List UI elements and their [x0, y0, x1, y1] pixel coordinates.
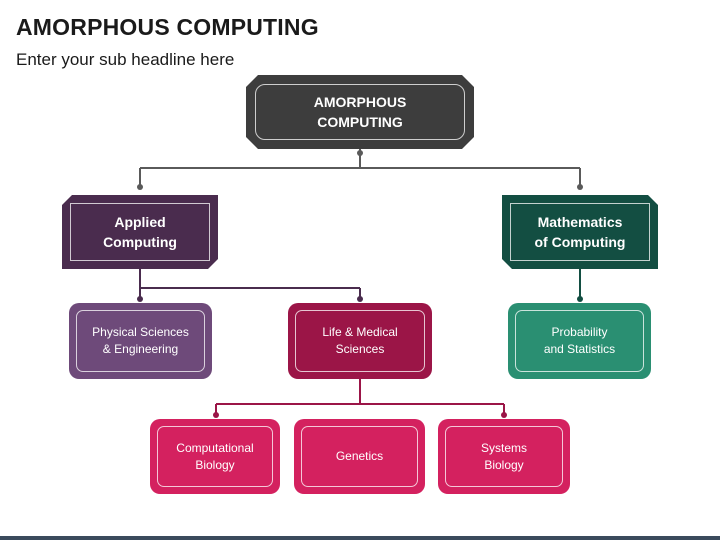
node-physical-sciences: Physical Sciences & Engineering: [69, 303, 212, 379]
connector-dot: [357, 150, 363, 156]
node-label: Applied Computing: [70, 203, 210, 261]
connector-dot: [501, 412, 507, 418]
life-connector: [215, 379, 505, 415]
connector-dot: [357, 296, 363, 302]
node-systems-biology: Systems Biology: [438, 419, 570, 494]
connector-dot: [137, 184, 143, 190]
connector-dot: [137, 296, 143, 302]
node-genetics: Genetics: [294, 419, 425, 494]
node-label: Computational Biology: [157, 426, 273, 487]
node-amorphous-computing: AMORPHOUS COMPUTING: [246, 75, 474, 149]
applied-connector: [139, 269, 361, 299]
node-applied-computing: Applied Computing: [62, 195, 218, 269]
page-title: AMORPHOUS COMPUTING: [16, 14, 319, 40]
page-subtitle: Enter your sub headline here: [16, 50, 235, 69]
node-label: Physical Sciences & Engineering: [76, 310, 205, 372]
node-computational-biology: Computational Biology: [150, 419, 280, 494]
connector-dot: [213, 412, 219, 418]
connector-dot: [577, 184, 583, 190]
node-label: Mathematics of Computing: [510, 203, 650, 261]
footer-bar: [0, 536, 720, 540]
connector-dot: [577, 296, 583, 302]
node-label: Life & Medical Sciences: [295, 310, 425, 372]
node-probability-statistics: Probability and Statistics: [508, 303, 651, 379]
node-label: Probability and Statistics: [515, 310, 644, 372]
node-mathematics-of-computing: Mathematics of Computing: [502, 195, 658, 269]
node-life-medical-sciences: Life & Medical Sciences: [288, 303, 432, 379]
node-label: AMORPHOUS COMPUTING: [255, 84, 465, 140]
node-label: Genetics: [301, 426, 418, 487]
node-label: Systems Biology: [445, 426, 563, 487]
